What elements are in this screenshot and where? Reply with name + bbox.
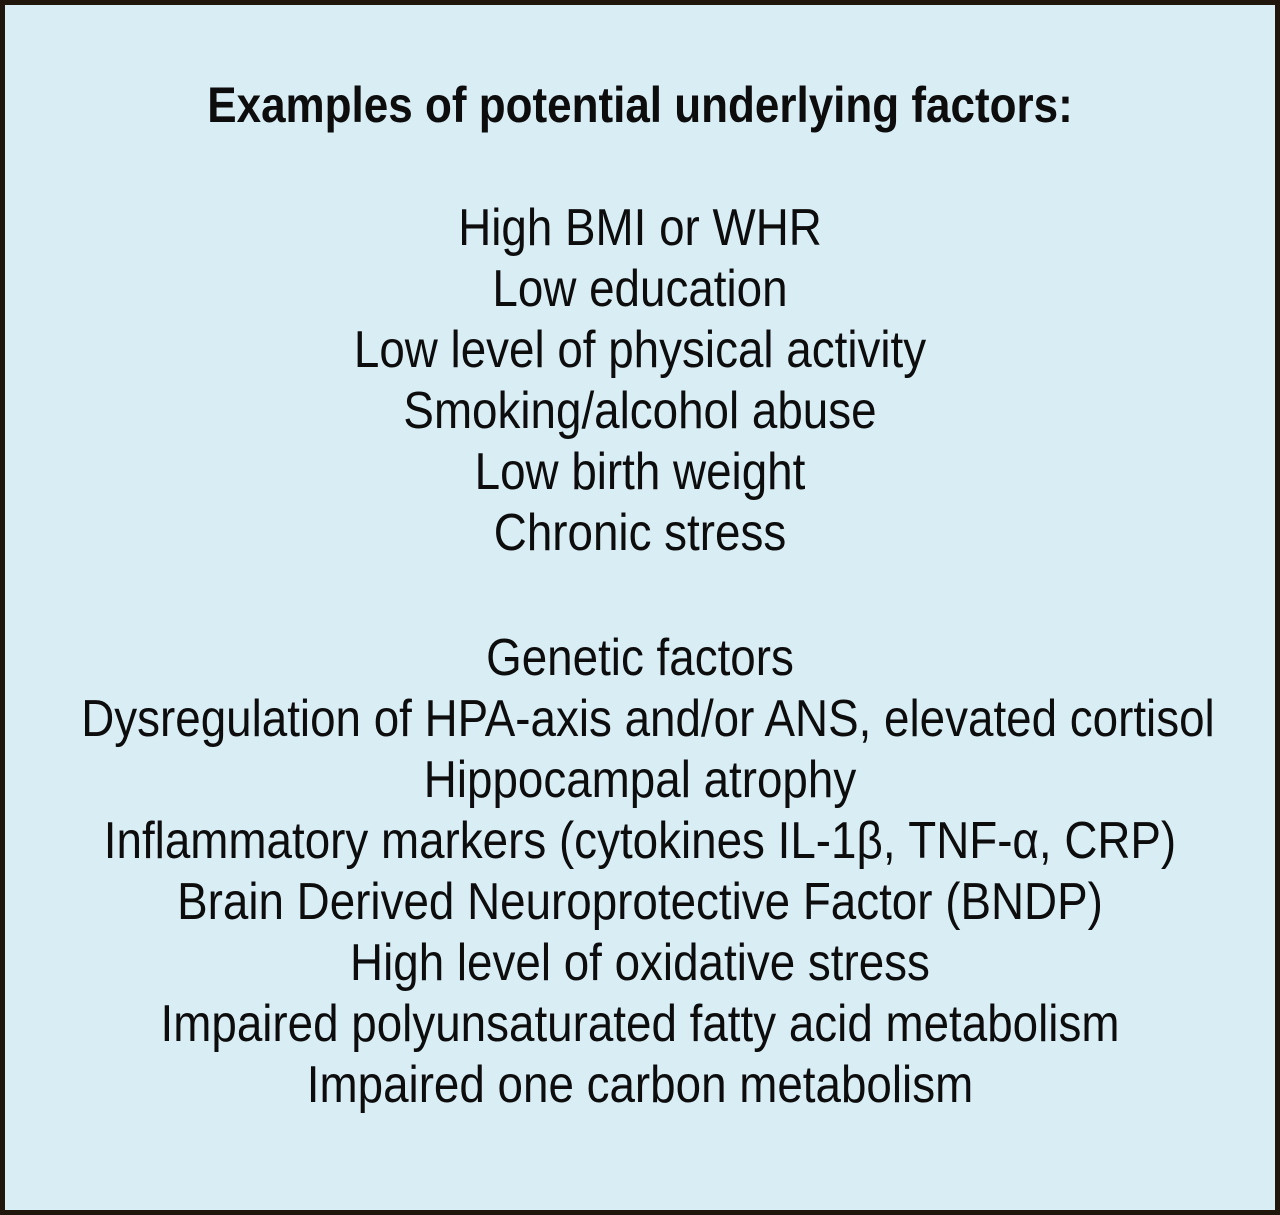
- factor-pufa-metabolism: Impaired polyunsaturated fatty acid meta…: [160, 995, 1120, 1053]
- factor-hpa-axis-dysregulation: Dysregulation of HPA-axis and/or ANS, el…: [81, 690, 1215, 748]
- factor-genetic-factors: Genetic factors: [486, 629, 794, 687]
- factor-hippocampal-atrophy: Hippocampal atrophy: [423, 751, 857, 809]
- factor-low-education: Low education: [492, 260, 788, 318]
- factor-low-birth-weight: Low birth weight: [474, 443, 806, 501]
- factor-one-carbon-metabolism: Impaired one carbon metabolism: [306, 1056, 974, 1114]
- factor-high-bmi-or-whr: High BMI or WHR: [458, 199, 822, 257]
- factor-bndp: Brain Derived Neuroprotective Factor (BN…: [177, 873, 1103, 931]
- panel-title: Examples of potential underlying factors…: [207, 77, 1073, 133]
- panel-content: Examples of potential underlying factors…: [81, 5, 1215, 1116]
- biological-factor-group: Genetic factors Dysregulation of HPA-axi…: [81, 628, 1215, 1116]
- factor-smoking-alcohol-abuse: Smoking/alcohol abuse: [403, 382, 877, 440]
- factor-chronic-stress: Chronic stress: [493, 504, 787, 562]
- factor-inflammatory-markers: Inflammatory markers (cytokines IL-1β, T…: [103, 812, 1177, 870]
- factor-oxidative-stress: High level of oxidative stress: [350, 934, 930, 992]
- factor-low-physical-activity: Low level of physical activity: [353, 321, 927, 379]
- lifestyle-factor-group: High BMI or WHR Low education Low level …: [81, 198, 1199, 564]
